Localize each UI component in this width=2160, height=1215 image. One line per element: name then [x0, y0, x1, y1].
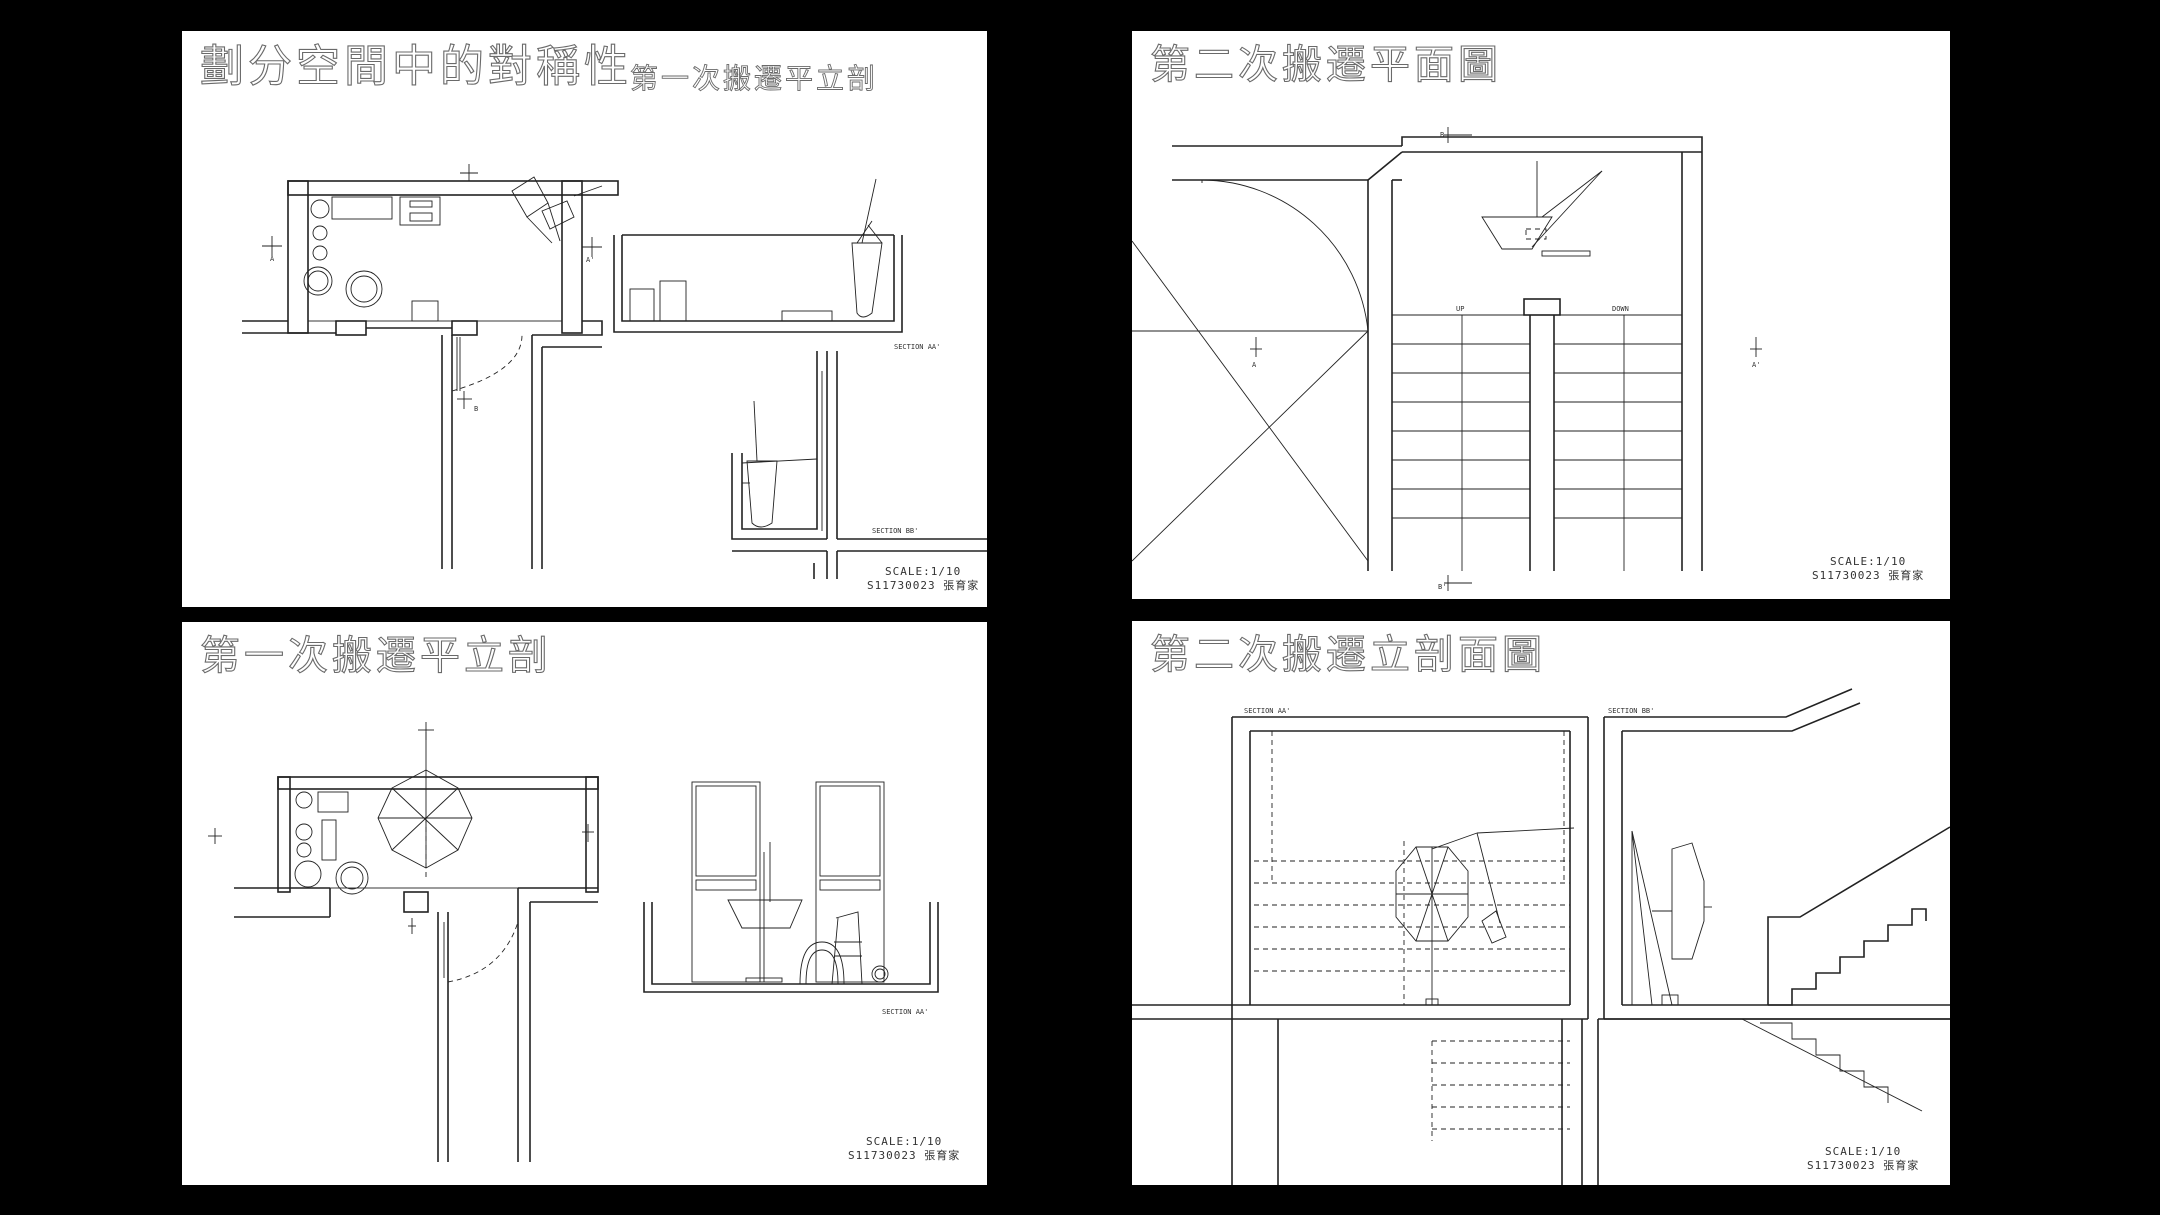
section-label: SECTION BB': [1608, 707, 1654, 715]
axis-mark-label: B': [1438, 583, 1446, 591]
axis-mark-label: B: [474, 405, 478, 413]
section-bb-drawing: [731, 351, 987, 579]
section-label: SECTION AA': [894, 343, 940, 351]
plan-furniture: [208, 722, 594, 983]
section-label: SECTION AA': [1244, 707, 1290, 715]
scale-and-student-id: SCALE:1/10 S11730023 張育家: [1807, 1145, 1919, 1173]
axis-mark-label: A': [1752, 361, 1760, 369]
section-elevation-drawing: SECTION AA' SECTION BB': [1132, 688, 1950, 1185]
floor-plan-drawing: SECTION AA': [208, 722, 939, 1162]
drawing-sheet-second-move-section: 第二次搬遷立剖面圖: [1132, 621, 1950, 1185]
section-aa-furniture: SECTION AA': [629, 178, 940, 351]
scale-label: SCALE:1/10: [1825, 1145, 1902, 1158]
scale-and-student-id: SCALE:1/10 S11730023 張育家: [867, 565, 979, 593]
floor-plan-drawing: A A' B SECTION AA': [242, 164, 987, 579]
section-aa-furniture: SECTION AA': [691, 781, 928, 1016]
student-id: S11730023 張育家: [1807, 1159, 1920, 1172]
stair-label-up: UP: [1456, 305, 1464, 313]
section-label: SECTION BB': [872, 527, 918, 535]
section-marks: B A A' B': [1250, 127, 1762, 591]
plan-walls: [234, 776, 599, 1162]
plan-furniture: [303, 176, 603, 392]
section-marks: A A' B: [262, 164, 602, 413]
sheet-title: 第二次搬遷平面圖: [1149, 42, 1502, 88]
drawing-sheet-first-move-plan-section: 第一次搬遷平立剖: [182, 622, 987, 1185]
sheet-title: 劃分空間中的對稱性: [199, 41, 632, 92]
sheet-title: 第一次搬遷平立剖: [199, 633, 552, 679]
stair-label-down: DOWN: [1612, 305, 1629, 313]
axis-mark-label: B: [1440, 131, 1444, 139]
axis-mark-label: A': [586, 256, 594, 264]
section-aa-drawing: [613, 234, 903, 333]
student-id: S11730023 張育家: [1812, 569, 1925, 582]
scale-and-student-id: SCALE:1/10 S11730023 張育家: [848, 1135, 960, 1163]
scale-label: SCALE:1/10: [885, 565, 962, 578]
section-aa-walls: [1132, 716, 1950, 1185]
section-label: SECTION AA': [882, 1008, 928, 1016]
sheet-subtitle: 第一次搬遷平立剖: [630, 62, 879, 95]
sheet-title: 第二次搬遷立剖面圖: [1149, 632, 1546, 678]
drawing-sheet-second-move-plan: 第二次搬遷平面圖: [1132, 31, 1950, 599]
section-aa-drawing: [643, 902, 939, 993]
scale-and-student-id: SCALE:1/10 S11730023 張育家: [1812, 555, 1924, 583]
section-bb-detail: SECTION BB': [1608, 707, 1923, 1112]
stair-treads: UP DOWN: [1132, 161, 1682, 571]
plan-walls: [1172, 136, 1703, 571]
axis-mark-label: A: [1252, 361, 1257, 369]
axis-mark-label: A: [270, 255, 275, 263]
scale-label: SCALE:1/10: [1830, 555, 1907, 568]
student-id: S11730023 張育家: [867, 579, 980, 592]
student-id: S11730023 張育家: [848, 1149, 961, 1162]
scale-label: SCALE:1/10: [866, 1135, 943, 1148]
section-aa-detail: SECTION AA': [1244, 707, 1575, 1141]
section-bb-walls: [1603, 688, 1950, 1020]
floor-plan-drawing: UP DOWN B A A' B': [1132, 127, 1762, 591]
drawing-sheet-first-move-plan-section: 劃分空間中的對稱性 第一次搬遷平立剖: [182, 31, 987, 607]
section-bb-furniture: SECTION BB': [741, 371, 918, 535]
